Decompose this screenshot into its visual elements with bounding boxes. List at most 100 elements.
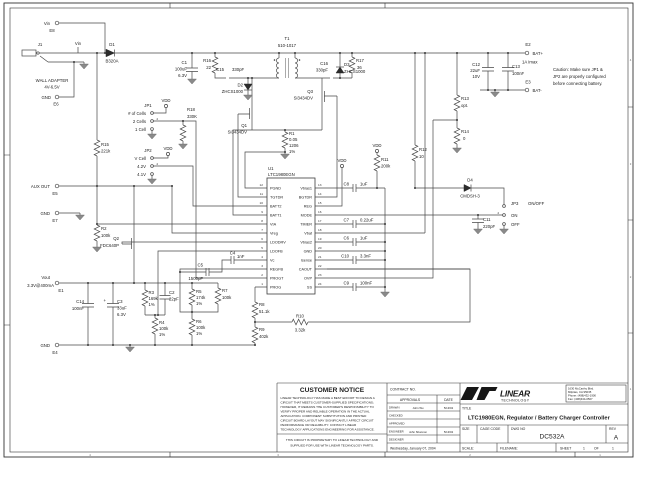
- jp1-opt1: 2 Cells: [133, 119, 146, 124]
- bat-minus-label: BAT-: [533, 88, 543, 93]
- diode-d1: [105, 48, 116, 58]
- schematic-wires: [36, 22, 526, 347]
- jp2-opt1: 4.2V: [137, 164, 146, 169]
- c2-val: 22pF: [169, 297, 179, 302]
- diode-d3: [335, 66, 345, 74]
- company-sub: TECHNOLOGY: [501, 399, 530, 403]
- c10-val: 3.3nF: [360, 254, 371, 259]
- diode-d4: [463, 184, 472, 192]
- r3-ref: R3: [149, 290, 155, 295]
- jp2-opt2: 4.1V: [137, 172, 146, 177]
- approved-label: APPROVED: [389, 422, 405, 426]
- zone-bottom-4: 1: [599, 453, 601, 457]
- contract-label: CONTRACT NO.: [390, 388, 416, 392]
- drawn-name: John Wu: [413, 406, 424, 410]
- pin-name: OVP: [304, 277, 312, 281]
- title-label: TITLE: [462, 407, 472, 411]
- connector-j1: [21, 49, 40, 57]
- tp-e4: E4: [52, 350, 58, 355]
- r16-ref: R16: [203, 58, 211, 63]
- jumper-labels: JP1 # of Cells 2 Cells 1 Cell 2 JP2 V Ce…: [128, 103, 545, 227]
- d1-ref: D1: [109, 42, 115, 47]
- pin-num: 2: [261, 273, 263, 277]
- d4-ref: D4: [467, 178, 473, 183]
- c1-v: 6.3V: [178, 73, 187, 78]
- r12-val: 10: [419, 154, 424, 159]
- checked-label: CHECKED: [389, 414, 403, 418]
- pin-name: LDODRV: [270, 241, 286, 245]
- r15-ref: R15: [101, 142, 109, 147]
- r14-val: 0: [463, 136, 466, 141]
- c13-ref: C13: [512, 64, 520, 69]
- r15-val: 221k: [101, 149, 111, 154]
- j1-range: 4V-6.5V: [44, 85, 59, 90]
- print-date: Wednesday, January 07, 2004: [390, 447, 436, 451]
- r18-ref: R18: [187, 107, 195, 112]
- drawn-label: DRAWN: [389, 406, 399, 410]
- c7-ref: C7: [344, 218, 350, 223]
- pin-name: LDOFB: [270, 250, 283, 254]
- j1-name: WALL ADAPTER: [36, 78, 69, 83]
- pin-num: 8: [261, 219, 263, 223]
- c16-val: 330pF: [316, 68, 329, 73]
- c3-plus: +: [103, 298, 106, 303]
- zone-right-2: 3: [630, 162, 632, 166]
- c3-val: 33uF: [117, 306, 127, 311]
- bat-plus-label: BAT+: [533, 51, 544, 56]
- gnd-e6-label: GND: [41, 95, 51, 100]
- jumper-pins: [150, 111, 506, 226]
- pin-name: VIA: [270, 223, 277, 227]
- notice-line: VERIFY PROPER AND RELIABLE OPERATION IN …: [281, 410, 371, 414]
- dwg-label: DWG NO: [511, 427, 526, 431]
- pin-num: 16: [318, 210, 322, 214]
- pin-name: Isense: [301, 259, 312, 263]
- sheet-total: 1: [612, 447, 614, 451]
- r13-val: opt.: [461, 103, 468, 108]
- r4-val: 100k: [159, 326, 169, 331]
- pin-num: 9: [261, 210, 263, 214]
- pin-name: PGND: [270, 187, 281, 191]
- pin-num: 17: [318, 219, 322, 223]
- c15-ref: C15: [216, 67, 224, 72]
- q1-ref: Q1: [241, 123, 247, 128]
- caution-line-2: JP2 are properly configured: [553, 74, 606, 79]
- c9-ref: C9: [344, 281, 350, 286]
- customer-notice: CUSTOMER NOTICE LINEAR TECHNOLOGY HAS MA…: [281, 387, 379, 448]
- mosfet-q3: [321, 88, 337, 105]
- sheet-label: SHEET: [560, 447, 571, 451]
- notice-line: CIRCUIT THAT MEETS CUSTOMER-SUPPLIED SPE…: [281, 401, 374, 405]
- vdd-label-r11: VDD: [372, 143, 381, 148]
- pin-name: MODE: [301, 214, 313, 218]
- pin-num: 14: [318, 192, 322, 196]
- rev-value: A: [614, 435, 619, 442]
- q1-val: Si3434DV: [228, 130, 247, 135]
- c2-ref: C2: [169, 290, 175, 295]
- pin-name: TGTDR: [270, 196, 283, 200]
- zone-bottom-1: 4: [89, 453, 91, 457]
- engineer-label: ENGINEER: [389, 430, 404, 434]
- c11-val: 220pF: [483, 224, 496, 229]
- transformer-t1: [273, 57, 301, 79]
- r6-tol: 1%: [196, 331, 202, 336]
- aux-out-label: AUX OUT: [31, 184, 50, 189]
- r6-ref: R6: [196, 319, 202, 324]
- t1-val: 510-1017: [278, 43, 297, 48]
- d1-val: B320A: [106, 59, 119, 64]
- net-labels: Vin E8 Vin J1 WALL ADAPTER 4V-6.5V GND E…: [27, 21, 606, 355]
- r1-ref: R1: [289, 131, 295, 136]
- address-line: Phone: (408)432-1900: [568, 394, 596, 398]
- zone-bottom-2: 3: [277, 453, 279, 457]
- sheet-frame: 4 3 2 1 4 3 2 1: [3, 2, 634, 458]
- r7-val: 100k: [222, 295, 232, 300]
- junction-dots: [73, 52, 509, 346]
- c1-ref: C1: [182, 60, 188, 65]
- pin-num: 10: [260, 201, 264, 205]
- r7-ref: R7: [222, 288, 228, 293]
- tp-e5: E5: [52, 191, 58, 196]
- c6-ref: C6: [344, 236, 350, 241]
- jp1-ref: JP1: [144, 103, 152, 108]
- d4-val: CMDSH-3: [460, 194, 480, 199]
- tp-e3: E3: [525, 80, 531, 85]
- bat-imax-label: 1A Imax: [522, 60, 538, 65]
